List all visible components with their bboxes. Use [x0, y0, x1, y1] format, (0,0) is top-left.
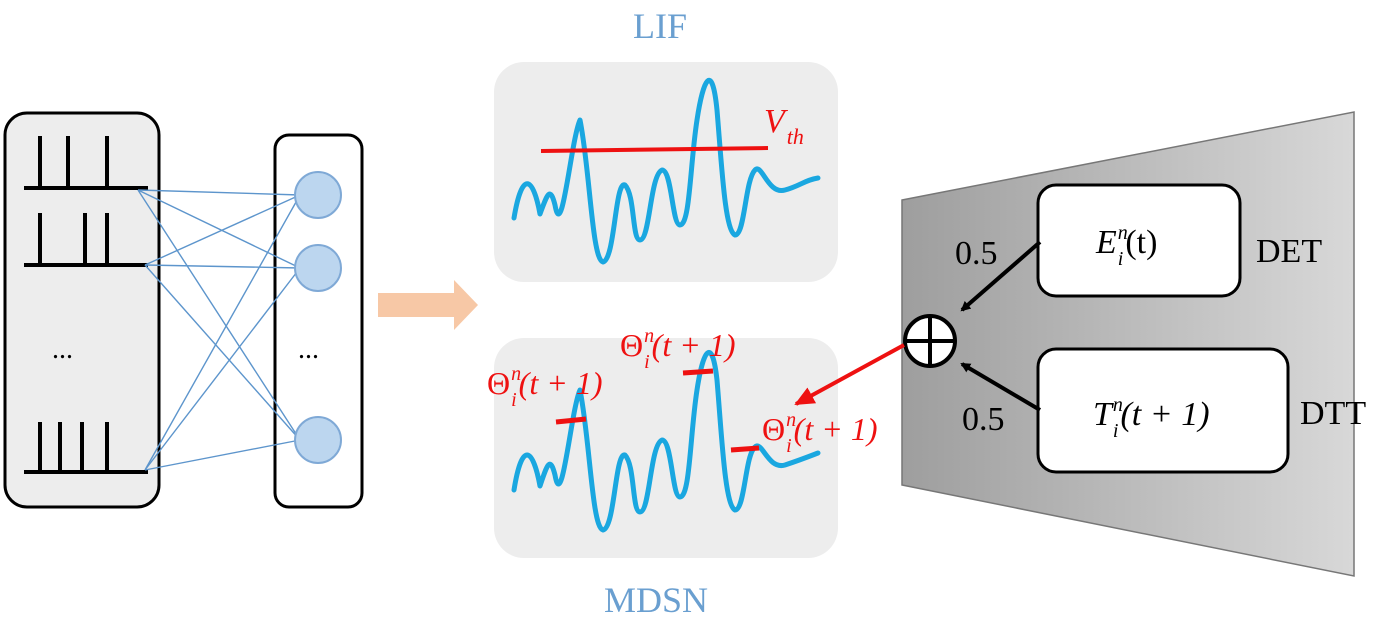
mdsn-membrane-potential [511, 350, 821, 533]
sup: n [1118, 222, 1128, 244]
sup: n [644, 325, 654, 347]
adaptive-threshold-segment [555, 416, 587, 425]
dtt-label: DTT [1300, 395, 1366, 432]
theta: Θ [762, 411, 785, 447]
vth-sub: th [787, 124, 804, 149]
mdsn-title: MDSN [604, 580, 708, 620]
neuron [294, 244, 342, 292]
det-weight: 0.5 [955, 235, 998, 272]
lif-panel: Vth [494, 62, 838, 282]
neuron [294, 171, 342, 219]
det-arrow [960, 240, 1042, 312]
sub: i [1118, 248, 1124, 270]
lif-membrane-potential [511, 78, 821, 265]
arg: (t + 1) [519, 365, 603, 401]
lif-title: LIF [633, 6, 687, 46]
threshold-feedback-arrow [794, 343, 905, 406]
dtt-arrow [960, 362, 1042, 412]
dtt-weight: 0.5 [962, 401, 1005, 438]
neuron [294, 416, 342, 464]
transition-arrow [378, 280, 478, 330]
adaptive-threshold-segment [682, 368, 714, 376]
neurons [294, 171, 342, 464]
neuron-ellipsis: ... [298, 334, 319, 365]
spike-train [24, 422, 148, 474]
sub: i [1113, 420, 1119, 442]
sup: n [1113, 394, 1123, 416]
adaptive-threshold-segment [730, 445, 760, 453]
input-ellipsis: ... [52, 334, 73, 365]
arg: (t + 1) [652, 327, 736, 363]
lif-threshold-line [540, 146, 769, 153]
spike-train [24, 136, 148, 190]
e: E [1095, 224, 1117, 261]
sup: n [511, 363, 521, 385]
theta: Θ [620, 327, 643, 363]
t: T [1093, 396, 1114, 433]
spike-train [24, 213, 148, 267]
theta: Θ [487, 365, 510, 401]
arg: (t + 1) [794, 411, 878, 447]
input-spike-panel: ... [3, 111, 161, 509]
sub: i [644, 351, 650, 373]
det-label: DET [1256, 233, 1322, 270]
fusion-trapezoid [901, 111, 1355, 577]
arg: (t) [1125, 224, 1157, 261]
sub: i [511, 389, 517, 411]
arg: (t + 1) [1120, 396, 1209, 433]
synaptic-connections [137, 189, 301, 471]
sum-node [903, 314, 957, 368]
neuron-layer-panel: ... [273, 133, 364, 509]
sup: n [786, 409, 796, 431]
sub: i [786, 435, 792, 457]
